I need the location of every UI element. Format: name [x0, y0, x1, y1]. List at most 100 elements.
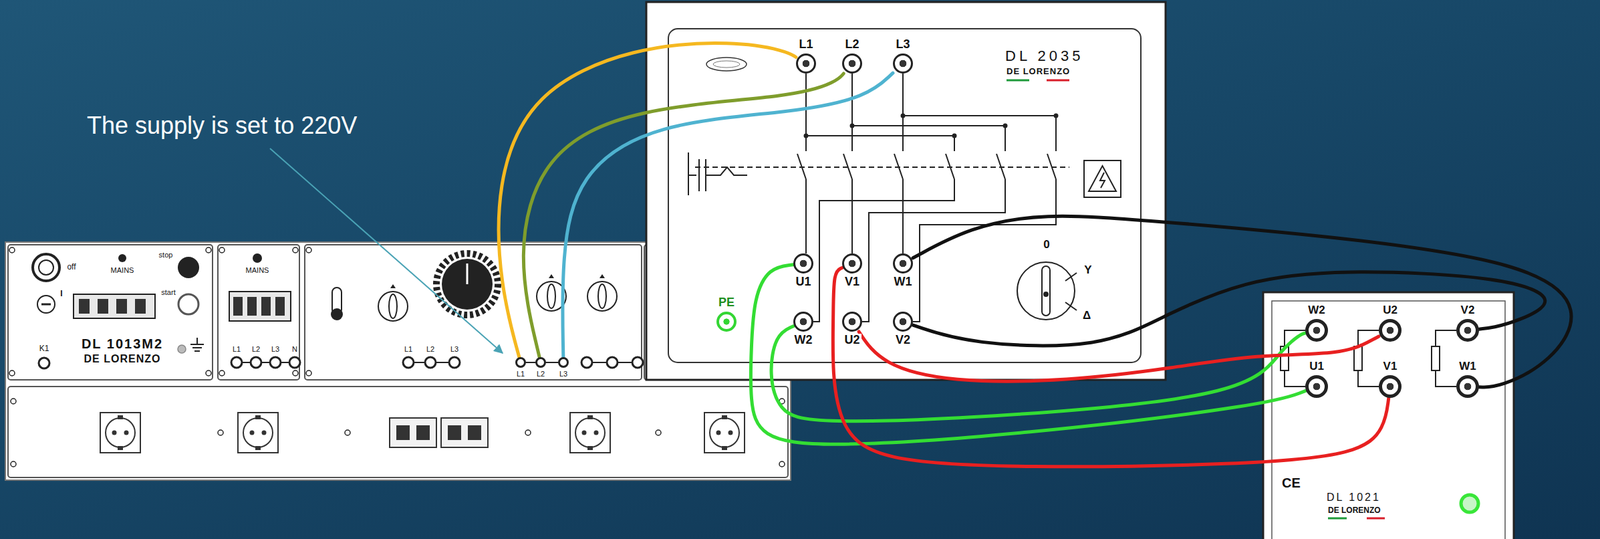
junction-dot	[1053, 113, 1059, 119]
terminal-label: W2	[793, 333, 815, 347]
off-button	[32, 253, 60, 281]
wire	[912, 215, 1572, 387]
switch-position-mark	[1065, 272, 1077, 311]
socket-pin	[594, 430, 599, 436]
screw	[292, 370, 299, 376]
warning-sign	[1084, 160, 1121, 198]
module-title: DL 2035	[1005, 48, 1084, 65]
terminal-socket: V2	[1456, 318, 1480, 342]
mains-socket	[237, 412, 279, 453]
terminal-name: N	[290, 344, 299, 353]
terminal-label: U2	[843, 333, 862, 347]
panel-module	[8, 244, 213, 380]
stop-button	[177, 256, 200, 279]
equipment-panel: DL 2035DE LORENZOL1L2L3U1V1W1W2U2V2PE	[646, 2, 1166, 380]
terminal-socket: L3	[892, 53, 913, 74]
selector-grip	[598, 284, 607, 309]
terminal-socket: U1	[1305, 374, 1328, 398]
supply-bus	[806, 73, 1056, 152]
selector-grip	[547, 284, 556, 309]
output-terminal	[231, 356, 242, 368]
breaker-toggle	[97, 298, 109, 314]
earth-clip	[721, 445, 728, 450]
breaker-toggle	[261, 296, 271, 316]
breaker-toggle	[233, 296, 243, 316]
terminal-socket: W2	[793, 311, 814, 332]
wire	[771, 326, 1306, 422]
switch-position: Δ	[1081, 309, 1093, 323]
star-delta-switch	[1017, 261, 1075, 320]
selector-grip	[388, 294, 397, 319]
breaker-toggle	[116, 298, 127, 314]
breaker-toggle	[467, 425, 482, 440]
equipment-panel: DL 1021DE LORENZOW2U2V2U1V1W1	[1263, 292, 1514, 539]
terminal-label: U1	[1307, 360, 1326, 373]
output-terminal	[270, 356, 281, 368]
control-label: off	[65, 262, 77, 272]
lever-base	[330, 308, 343, 321]
screw	[655, 429, 661, 436]
socket-pin	[261, 430, 267, 436]
screw	[10, 398, 17, 404]
earth-clip	[587, 415, 593, 420]
socket-pin	[124, 430, 129, 436]
terminal-label: L2	[535, 369, 547, 378]
terminal-socket: U1	[793, 253, 814, 274]
panel-module	[304, 244, 642, 380]
voltage-knob	[441, 258, 493, 310]
terminal-bar	[236, 361, 295, 363]
earth-clip	[721, 415, 728, 420]
terminal-socket: U2	[842, 311, 863, 332]
terminal-label: L2	[844, 38, 861, 52]
terminal-name: L1	[231, 344, 242, 353]
wire	[832, 267, 1389, 466]
socket-pin	[249, 430, 255, 436]
switch-panel	[646, 2, 1166, 380]
switch-position: 0	[1041, 238, 1051, 252]
breaker-toggle	[447, 425, 462, 440]
selector-tick	[390, 284, 396, 289]
terminal-label: V2	[1459, 304, 1477, 317]
control-label: stop	[157, 250, 175, 259]
earth-clip	[117, 445, 123, 450]
voltage-knob-grip	[436, 253, 498, 315]
ce-mark: CE	[1280, 475, 1302, 490]
maker-name: DE LORENZO	[1006, 66, 1071, 77]
mains-lamp	[252, 253, 262, 263]
control-label: start	[159, 288, 177, 297]
breaker-toggle	[396, 425, 410, 440]
terminal-socket: W1	[1456, 374, 1480, 398]
strip-breaker	[389, 417, 437, 448]
screw	[292, 247, 299, 253]
terminal-label: V2	[894, 333, 912, 347]
output-terminal	[606, 356, 618, 368]
flag-stripe	[1006, 79, 1030, 82]
terminal-socket: V2	[892, 311, 913, 332]
terminal-socket: U2	[1378, 318, 1402, 342]
earth-clip	[255, 445, 261, 450]
terminal-label: W1	[1457, 360, 1478, 373]
output-terminal	[403, 356, 414, 368]
terminal-name: K1	[38, 344, 51, 353]
terminal-label: PE	[717, 296, 736, 310]
selector-tick	[599, 274, 605, 279]
rotary-selector	[587, 281, 617, 311]
maker-logo	[706, 57, 747, 71]
terminal-label: V1	[843, 275, 861, 289]
key-switch	[37, 295, 55, 313]
motor-panel	[1263, 292, 1514, 539]
wire	[498, 43, 796, 357]
screw	[219, 370, 225, 376]
terminal-label: W2	[1306, 304, 1327, 317]
maker-logo-inner	[713, 60, 740, 68]
control-label: MAINS	[109, 265, 136, 275]
handle-symbol	[688, 152, 748, 196]
terminal-name: L1	[403, 344, 414, 353]
terminal-label: U1	[794, 275, 813, 289]
switch-pivot	[1043, 291, 1049, 297]
socket-face	[243, 417, 273, 448]
socket-strip	[8, 386, 788, 478]
earth-terminal	[1460, 494, 1479, 512]
socket-pin	[112, 430, 117, 436]
